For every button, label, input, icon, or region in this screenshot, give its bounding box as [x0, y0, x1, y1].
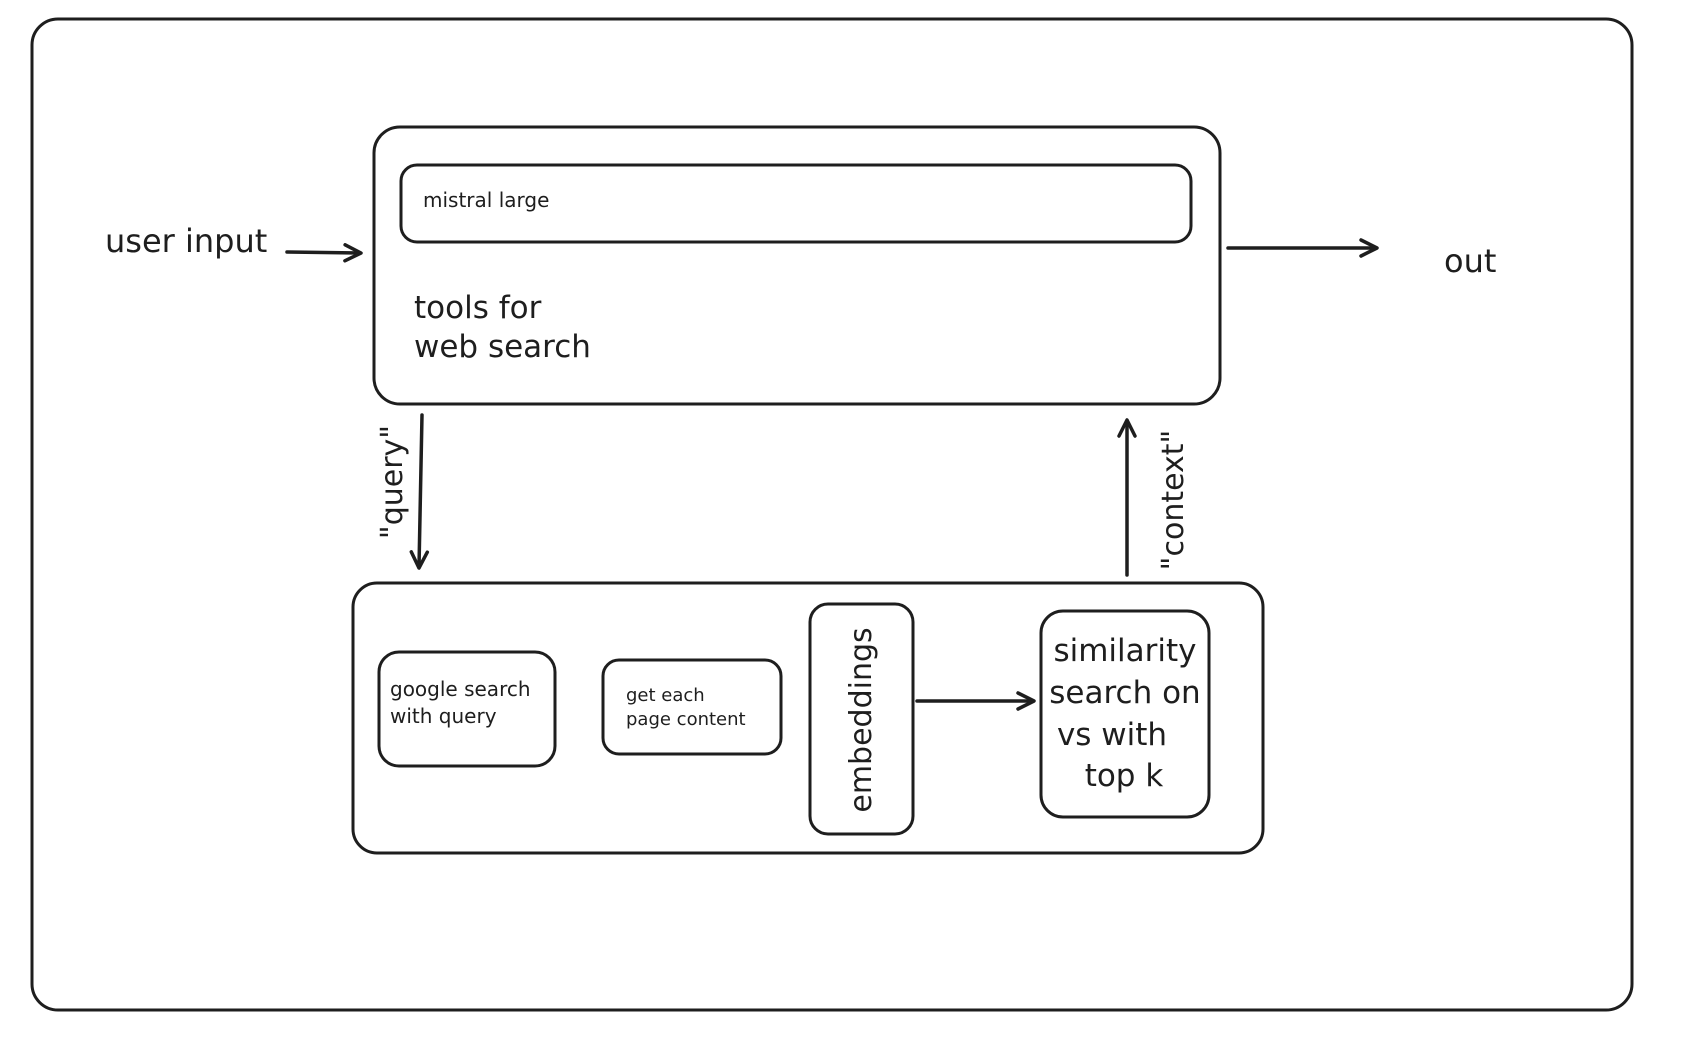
output-label: out [1444, 242, 1496, 280]
embeddings-label: embeddings [844, 627, 879, 812]
page-content-box [601, 658, 783, 756]
llm-model-box [399, 163, 1193, 244]
google-search-box [377, 650, 557, 768]
page-content-label-line1: get each [626, 685, 705, 706]
query-arrow [409, 413, 430, 570]
llm-model-label: mistral large [423, 188, 549, 212]
tools-label-line1: tools for [414, 290, 542, 326]
google-search-label-line2: with query [390, 704, 497, 728]
similarity-search-box [1039, 609, 1211, 819]
similarity-label-line3: vs with [1057, 717, 1167, 753]
page-content-label-line2: page content [626, 709, 746, 730]
similarity-label-line2: search on [1049, 675, 1200, 711]
user-input-arrow [285, 243, 363, 263]
tools-label-line2: web search [414, 329, 591, 365]
retrieval-pipeline-container [351, 581, 1265, 855]
similarity-label-line4: top k [1085, 758, 1164, 794]
google-search-label-line1: google search [390, 677, 531, 701]
context-edge-label: "context" [1156, 430, 1191, 571]
user-input-label: user input [105, 222, 267, 260]
embeddings-box [808, 602, 915, 836]
similarity-label-line1: similarity [1053, 633, 1196, 669]
query-edge-label: "query" [375, 425, 410, 539]
